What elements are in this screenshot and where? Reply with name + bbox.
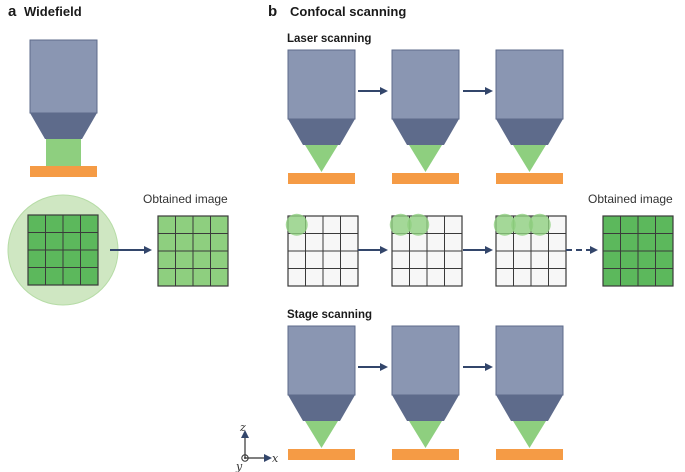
x-axis-label: x bbox=[272, 452, 279, 465]
laser-scanning-label: Laser scanning bbox=[287, 33, 371, 45]
stage-scanning-label: Stage scanning bbox=[287, 309, 372, 321]
panel-b-letter: b bbox=[268, 3, 277, 20]
focused-light-cone bbox=[409, 145, 442, 172]
axes-indicator: z x y bbox=[235, 421, 279, 472]
focused-light-cone bbox=[513, 145, 546, 172]
objective-tip bbox=[392, 119, 459, 145]
panel-a-letter: a bbox=[8, 3, 17, 20]
panel-a-title: Widefield bbox=[24, 4, 82, 19]
widefield-light-beam bbox=[46, 139, 81, 166]
y-axis-dot bbox=[241, 454, 249, 462]
objective-tip bbox=[288, 395, 355, 421]
obtained-image-label-a: Obtained image bbox=[143, 192, 228, 206]
focused-light-cone bbox=[305, 421, 338, 448]
stage-objective-2 bbox=[391, 325, 460, 460]
scan-grid-3 bbox=[493, 213, 567, 287]
stage-objective-1 bbox=[287, 325, 356, 460]
scanning-grids bbox=[285, 213, 567, 287]
z-axis-label: z bbox=[239, 421, 246, 434]
obtained-image-grid-a bbox=[157, 215, 229, 287]
scan-grid-1 bbox=[285, 213, 359, 287]
obtained-image-label-b: Obtained image bbox=[588, 192, 673, 206]
sample-stage bbox=[30, 166, 97, 177]
scan-spot bbox=[407, 213, 430, 236]
y-axis-label: y bbox=[235, 460, 243, 472]
widefield-illumination bbox=[7, 194, 119, 306]
laser-objective-2 bbox=[391, 49, 460, 184]
sample-stage bbox=[496, 449, 563, 460]
sample-stage bbox=[496, 173, 563, 184]
objective-tip bbox=[392, 395, 459, 421]
sample-stage bbox=[392, 449, 459, 460]
laser-objective-3 bbox=[495, 49, 564, 184]
scan-spot bbox=[389, 213, 412, 236]
objective-tip bbox=[288, 119, 355, 145]
obtained-image-grid-b bbox=[602, 215, 674, 287]
laser-objective-1 bbox=[287, 49, 356, 184]
stage-objective-3 bbox=[495, 325, 564, 460]
laser-scanning-objectives bbox=[287, 49, 564, 184]
stage-scanning-objectives bbox=[287, 325, 564, 460]
scan-spot bbox=[528, 213, 551, 236]
panel-b-title: Confocal scanning bbox=[290, 4, 406, 19]
objective-tip bbox=[30, 113, 97, 139]
illuminated-grid bbox=[27, 214, 99, 286]
scan-spot bbox=[493, 213, 516, 236]
scan-grid-2 bbox=[389, 213, 463, 287]
objective-body bbox=[391, 325, 460, 396]
scan-spot bbox=[285, 213, 308, 236]
sample-stage bbox=[288, 449, 355, 460]
focused-light-cone bbox=[513, 421, 546, 448]
objective-tip bbox=[496, 119, 563, 145]
objective-body bbox=[287, 49, 356, 120]
focused-light-cone bbox=[305, 145, 338, 172]
focused-light-cone bbox=[409, 421, 442, 448]
scan-spot bbox=[511, 213, 534, 236]
objective-tip bbox=[496, 395, 563, 421]
widefield-objective bbox=[29, 39, 98, 177]
objective-body bbox=[495, 325, 564, 396]
objective-body bbox=[29, 39, 98, 114]
objective-body bbox=[287, 325, 356, 396]
objective-body bbox=[495, 49, 564, 120]
sample-stage bbox=[288, 173, 355, 184]
sample-stage bbox=[392, 173, 459, 184]
objective-body bbox=[391, 49, 460, 120]
